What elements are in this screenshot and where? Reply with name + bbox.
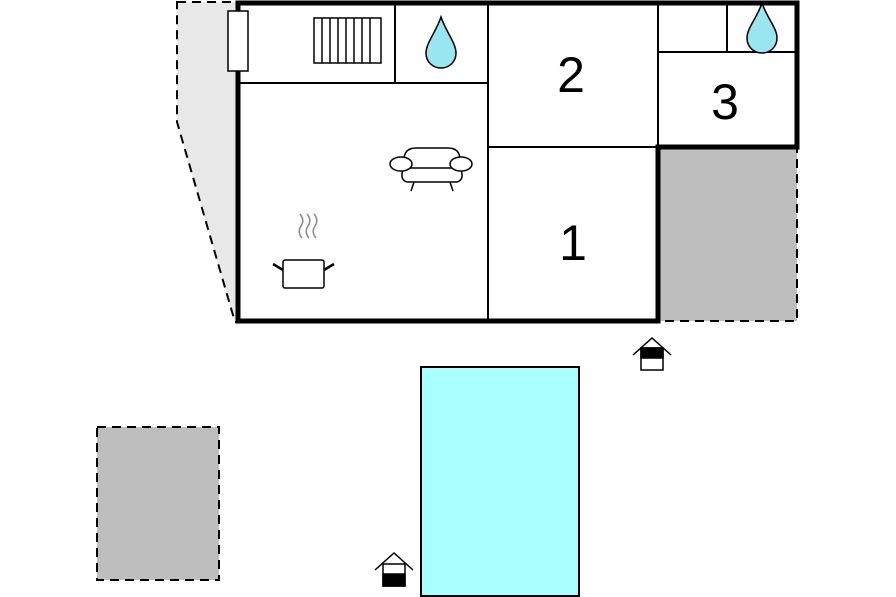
swimming-pool: [420, 366, 580, 597]
room-label-2: 2: [557, 47, 585, 103]
terrace-right: [657, 147, 798, 322]
water-drop-icon: [425, 14, 457, 69]
sofa-icon: [389, 147, 473, 192]
water-drop-icon: [746, 0, 778, 54]
cooking-pot-icon: [272, 213, 335, 289]
interior-walls: [238, 3, 797, 321]
pool-entrance-icon: [374, 551, 414, 587]
terrace-left: [96, 426, 220, 581]
window-element: [227, 10, 249, 72]
room-label-1: 1: [559, 215, 587, 271]
entrance-icon: [632, 336, 672, 371]
room-label-3: 3: [711, 74, 739, 130]
exterior-walls: [235, 0, 800, 324]
radiator-icon: [313, 17, 382, 64]
